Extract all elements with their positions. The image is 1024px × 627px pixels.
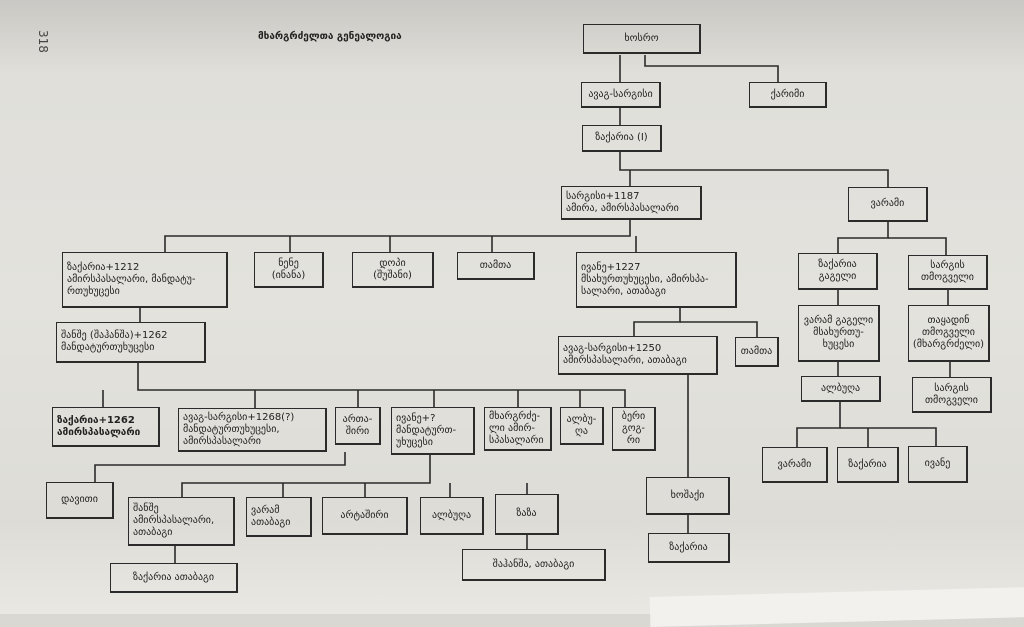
node-abuga-2: ალბუღა [801, 376, 881, 402]
node-ivane-q: ივანე+?მანდატურთ-უხუცესი [391, 407, 475, 455]
node-mkhargrdzeli: მხარგრძე-ლი ამირ-სპასალარი [484, 407, 552, 451]
node-varami-2: ვარამი [762, 447, 828, 483]
diagram-title: მხარგრძელთა გენეალოგია [258, 31, 402, 42]
node-khoshaki: ხოშაქი [646, 477, 730, 515]
node-abuga-3: ალბუღა [420, 497, 484, 535]
node-neno: ნენე(ინანა) [254, 252, 324, 288]
node-khosro: ხოსრო [583, 24, 701, 54]
node-zakaria-1: ზაქარია (I) [582, 125, 662, 152]
node-kurami: ქარიმი [749, 82, 827, 108]
node-shahansha-atabagi: შაჰანშა, ათაბაგი [462, 549, 606, 581]
node-dopi: დოპი(შუშანი) [352, 252, 434, 288]
node-artashiri-2: არტაშირი [322, 497, 408, 535]
node-zaza: ზაზა [495, 494, 559, 535]
node-tamta-2: თამთა [735, 337, 779, 367]
node-abuga-1: ალბუ-ღა [560, 407, 604, 445]
node-zakaria-atabagi: ზაქარია ათაბაგი [110, 563, 238, 593]
node-artashiri-1: ართა-შირი [335, 407, 381, 445]
node-ivane-x: ივანე [908, 446, 968, 483]
node-zakaria-x: ზაქარია [837, 447, 899, 483]
node-avag-sargisi-1268: ავაგ-სარგისი+1268(?)მანდატურთუხუცესი,ამი… [178, 408, 327, 452]
node-varami: ვარამი [848, 187, 928, 222]
node-zakaria-y: ზაქარია [648, 533, 730, 563]
node-tamta-1: თამთა [457, 252, 535, 280]
node-davit: დავითი [46, 482, 114, 519]
connector-lines [94, 55, 951, 563]
node-avag-sargisi: ავაგ-სარგისი [581, 82, 661, 108]
